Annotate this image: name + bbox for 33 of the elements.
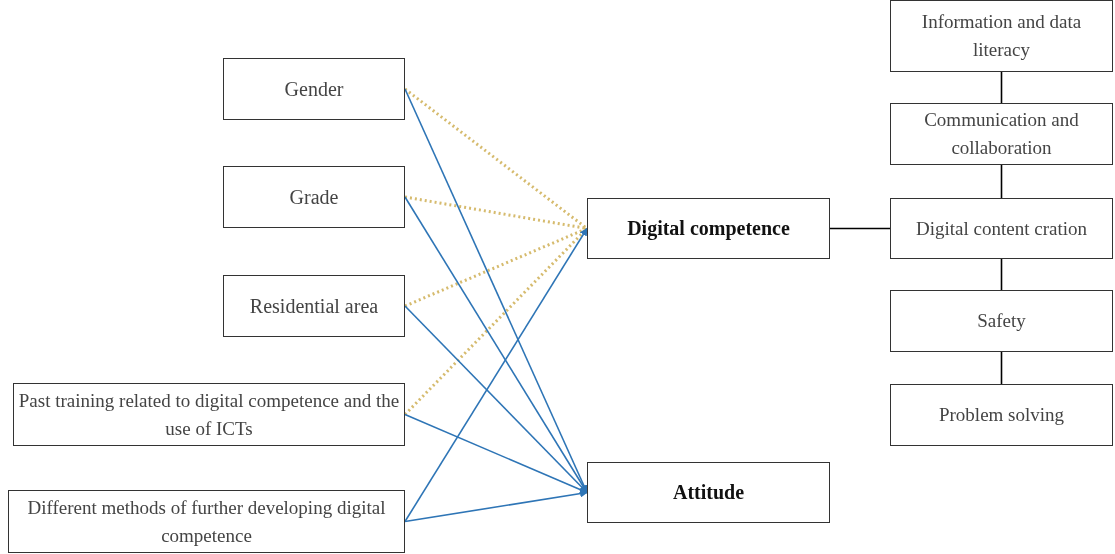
- node-box: [890, 290, 1113, 352]
- node-label: Past training related to digital competence and the use of ICTs: [17, 388, 401, 441]
- node-label: Grade: [289, 184, 339, 210]
- node-box: [8, 490, 405, 553]
- node-label: Safety: [977, 309, 1026, 334]
- node-box: [890, 384, 1113, 446]
- node-box: [890, 103, 1113, 165]
- node-box: [587, 462, 830, 523]
- connector-line: [1000, 71, 1003, 104]
- connector-line: [404, 227, 588, 308]
- node-box: [223, 58, 405, 120]
- node-label: Information and data literacy: [920, 10, 1083, 62]
- connector-line: [404, 227, 588, 523]
- connector-line: [1000, 258, 1003, 291]
- connector-line: [829, 227, 891, 230]
- node-box: [890, 198, 1113, 259]
- connector-line: [404, 489, 588, 523]
- node-label: Communication and collaboration: [923, 108, 1080, 160]
- node-label: Residential area: [249, 293, 379, 319]
- node-label: Digital competence: [627, 216, 790, 242]
- node-label: Problem solving: [938, 403, 1065, 428]
- connector-line: [404, 87, 588, 230]
- connector-line: [1000, 164, 1003, 199]
- node-box: [587, 198, 830, 259]
- connector-line: [1000, 351, 1003, 385]
- node-label: Different methods of further developing digital competence: [26, 495, 387, 548]
- node-label: Attitude: [672, 480, 745, 505]
- node-box: [223, 275, 405, 337]
- node-box: [223, 166, 405, 228]
- node-label: Gender: [284, 76, 344, 102]
- node-label: Digital content cration: [916, 216, 1087, 241]
- connector-line: [404, 305, 588, 494]
- node-box: [890, 0, 1113, 72]
